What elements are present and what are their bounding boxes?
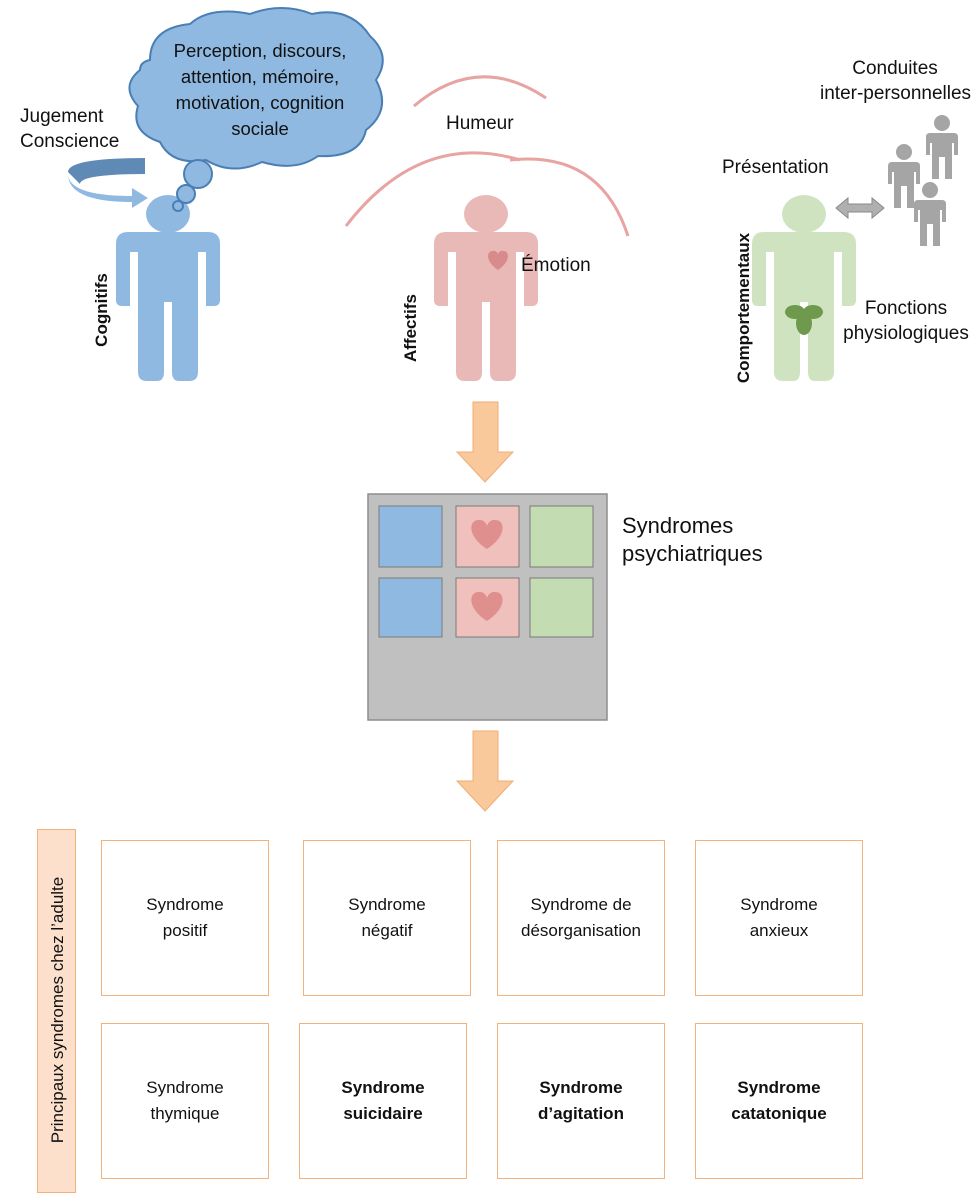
syndrome-box-label: Syndrome suicidaire	[341, 1078, 425, 1123]
syndromes-grid	[367, 493, 608, 721]
syndrome-box-label: Syndrome de désorganisation	[520, 895, 642, 940]
organ-icon	[785, 305, 823, 335]
syndrome-box-label: Syndrome d’agitation	[538, 1078, 624, 1123]
people-group-icon	[888, 115, 958, 246]
syndrome-box-label: Syndrome positif	[146, 895, 224, 940]
heart-icon	[488, 250, 508, 270]
sidebar-band: Principaux syndromes chez l’adulte	[37, 829, 76, 1193]
down-arrow-2	[455, 730, 515, 812]
emotion-label: Émotion	[521, 255, 591, 276]
cognitive-axis-label: Cognitifs	[92, 273, 111, 347]
syndrome-box: Syndrome positif	[101, 840, 269, 996]
thought-cloud	[128, 7, 384, 212]
presentation-label: Présentation	[722, 157, 829, 178]
interpersonal-label: Conduites inter-personnelles	[820, 58, 972, 104]
syndromes-title: Syndromes psychiatriques	[622, 513, 763, 566]
behavioral-person-figure	[752, 195, 856, 381]
syndrome-box-label: Syndrome anxieux	[740, 895, 818, 940]
cognitive-person-figure	[116, 195, 220, 381]
syndrome-box: Syndrome suicidaire	[299, 1023, 467, 1179]
cloud-text: Perception, discours, attention, mémoire…	[173, 40, 347, 139]
syndrome-box: Syndrome anxieux	[695, 840, 863, 996]
syndrome-box-label: Syndrome négatif	[348, 895, 426, 940]
syndrome-box-label: Syndrome thymique	[146, 1078, 224, 1123]
behavioral-axis-label: Comportementaux	[734, 232, 753, 384]
syndrome-box: Syndrome négatif	[303, 840, 471, 996]
mood-label: Humeur	[446, 113, 514, 134]
mood-arcs	[344, 75, 630, 237]
double-arrow-icon	[835, 196, 885, 220]
sidebar-label: Principaux syndromes chez l’adulte	[48, 876, 67, 1144]
down-arrow-1	[455, 401, 515, 483]
syndrome-box: Syndrome de désorganisation	[497, 840, 665, 996]
affective-person-figure	[434, 195, 538, 381]
physiological-label: Fonctions physiologiques	[843, 298, 969, 344]
heart-icon	[471, 591, 503, 621]
affective-axis-label: Affectifs	[401, 294, 420, 363]
syndrome-box-label: Syndrome catatonique	[731, 1078, 827, 1123]
judgment-conscience-label: Jugement Conscience	[20, 106, 120, 152]
syndrome-box: Syndrome d’agitation	[497, 1023, 665, 1179]
syndrome-box: Syndrome thymique	[101, 1023, 269, 1179]
syndrome-box: Syndrome catatonique	[695, 1023, 863, 1179]
rotate-arrow-icon	[67, 158, 148, 208]
heart-icon	[471, 519, 503, 549]
